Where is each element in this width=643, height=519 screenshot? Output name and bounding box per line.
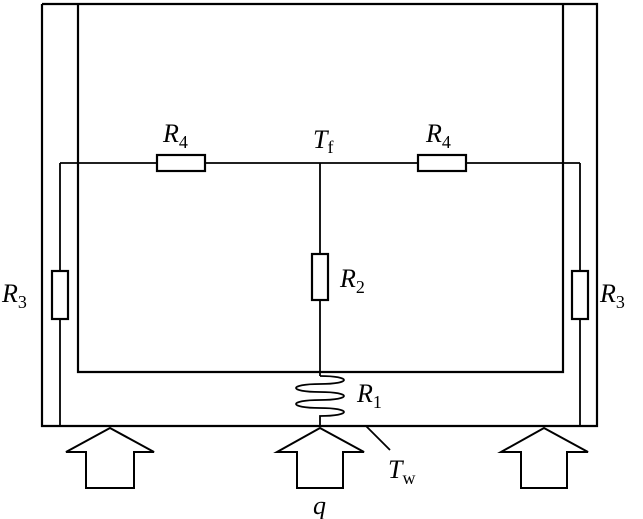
label-tf: Tf [313, 125, 333, 157]
heat-flux-arrow-center [273, 426, 365, 489]
resistor-r3-right [570, 269, 590, 321]
label-r3-right: R3 [599, 279, 625, 312]
outer-wall [40, 2, 599, 428]
heat-flux-arrow-left [65, 426, 155, 489]
label-r4-left: R4 [162, 119, 188, 152]
label-r4-right: R4 [425, 119, 451, 152]
resistor-r2 [310, 252, 330, 302]
label-tw: Tw [388, 455, 415, 488]
label-q: q [313, 491, 326, 519]
label-r2: R2 [339, 264, 365, 297]
label-r1: R1 [356, 379, 382, 412]
heat-flux-arrow-right [497, 426, 589, 489]
tw-leader-line [365, 425, 391, 451]
label-r3-left: R3 [1, 279, 27, 312]
resistor-r4-left [155, 153, 207, 173]
resistor-r3-left [50, 269, 70, 321]
resistor-r1-spring [295, 375, 345, 426]
resistor-r4-right [416, 153, 468, 173]
